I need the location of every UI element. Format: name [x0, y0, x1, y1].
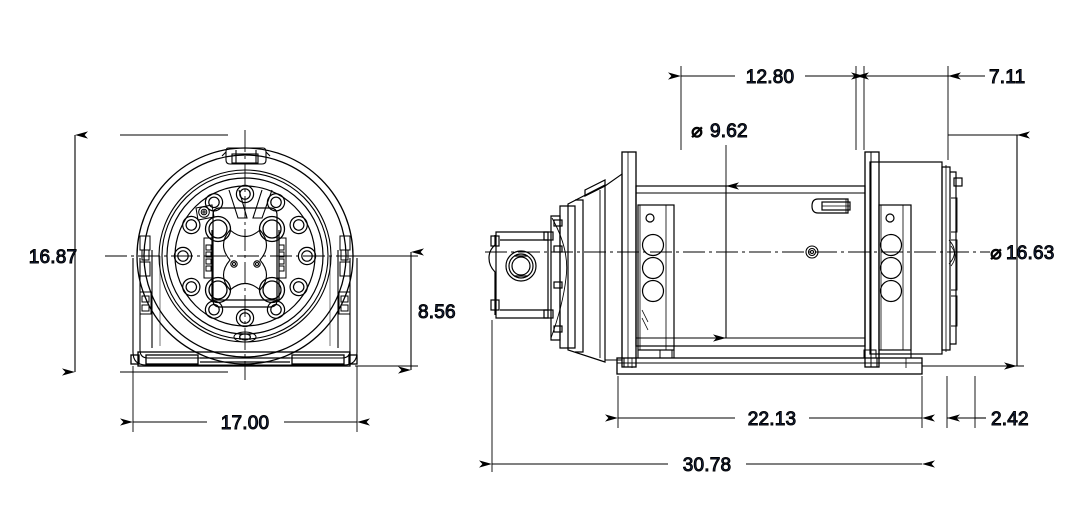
dimension-22-13: [605, 376, 935, 428]
front-grease-fitting: [195, 204, 215, 221]
dimension-7-11: [851, 66, 985, 160]
dimension-dia-16-63: [922, 131, 1030, 370]
dimension-17-00: [120, 366, 370, 432]
dimension-12-80-label: 12.80: [746, 67, 795, 88]
dimension-16-87: [62, 131, 228, 376]
dimension-dia-16-63-label: 16.63: [1006, 243, 1055, 264]
front-base-plate: [130, 351, 358, 367]
dimension-8-56: [355, 248, 424, 374]
dimension-dia-16-63-symbol: ⌀: [990, 243, 1001, 264]
front-side-lug-right: [338, 235, 351, 315]
side-right-bearing-block: [878, 204, 912, 351]
side-support-legs: [623, 350, 912, 367]
dimension-16-87-label: 16.87: [29, 247, 78, 268]
dimension-17-00-label: 17.00: [221, 413, 270, 434]
dimension-22-13-label: 22.13: [748, 409, 797, 430]
dimension-12-80: [668, 65, 869, 150]
dimension-30-78: [479, 320, 935, 474]
dimension-2-42: [946, 376, 986, 428]
front-centerlines: [105, 130, 390, 380]
front-side-lug-left: [139, 235, 152, 315]
dimension-30-78-label: 30.78: [683, 455, 732, 476]
front-hub-side-ports: [203, 237, 287, 279]
front-view: [105, 130, 390, 380]
front-view-dimensions: 16.87 8.56 17.00: [28, 131, 456, 435]
dimension-dia-9-62-symbol: ⌀: [691, 121, 702, 142]
front-hub-face: [222, 229, 268, 291]
side-view-dimensions: 12.80 7.11 ⌀ 9.62 ⌀ 16.63: [479, 65, 1055, 477]
dimension-dia-9-62-label: 9.62: [710, 121, 748, 142]
front-hub-ribs: [228, 189, 273, 219]
side-brake-housing: [869, 161, 963, 355]
side-motor-body: [488, 231, 554, 319]
side-left-bearing-block: [637, 204, 675, 351]
dimension-2-42-label: 2.42: [991, 409, 1029, 430]
side-rope-anchor: [811, 198, 851, 214]
dimension-8-56-label: 8.56: [418, 302, 456, 323]
front-motor-mount: [211, 207, 280, 308]
dimension-7-11-label: 7.11: [989, 67, 1025, 88]
